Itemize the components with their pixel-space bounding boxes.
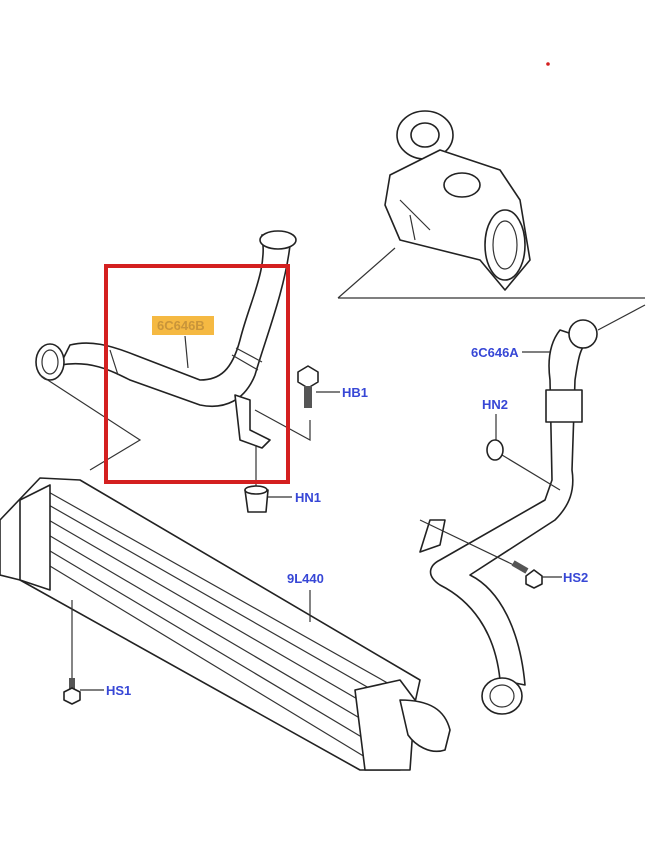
label-hb1[interactable]: HB1 <box>342 385 368 400</box>
nut-hn2 <box>486 414 561 491</box>
label-6c646a[interactable]: 6C646A <box>471 345 519 360</box>
label-6c646b[interactable]: 6C646B <box>157 318 205 333</box>
selection-box <box>104 264 290 484</box>
marker-dot <box>546 62 550 66</box>
label-hs2[interactable]: HS2 <box>563 570 588 585</box>
nut-hn1 <box>244 445 292 513</box>
screw-hs1 <box>63 600 104 705</box>
turbocharger <box>337 110 645 299</box>
pipe-6c646a <box>419 304 646 715</box>
label-hs1[interactable]: HS1 <box>106 683 131 698</box>
highlight-6c646b <box>152 316 214 335</box>
bolt-hb1 <box>297 365 340 408</box>
screw-hs2 <box>419 519 562 589</box>
label-9l440[interactable]: 9L440 <box>287 571 324 586</box>
label-hn1[interactable]: HN1 <box>295 490 321 505</box>
intercooler-9l440 <box>0 477 451 771</box>
label-hn2[interactable]: HN2 <box>482 397 508 412</box>
